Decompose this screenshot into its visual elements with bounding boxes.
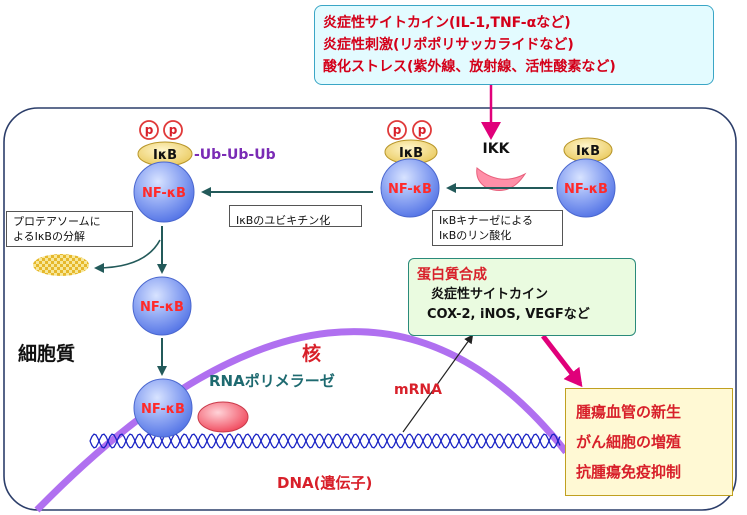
ikk-label: IKK: [483, 141, 511, 157]
nfkb-middle: [380, 158, 440, 218]
p-label-l1: p: [145, 123, 154, 137]
phosphate-middle-2: [412, 120, 432, 140]
stimuli-line-3: 酸化ストレス(紫外線、放射線、活性酸素など): [323, 59, 616, 75]
protein-synthesis-line-1: 炎症性サイトカイン: [431, 287, 549, 302]
nucleus-label: 核: [302, 343, 322, 365]
outcome-box: 腫瘍血管の新生 がん細胞の増殖 抗腫瘍免疫抑制: [565, 388, 733, 496]
protein-synthesis-line-2: COX-2, iNOS, VEGFなど: [427, 307, 590, 322]
nuclear-envelope: [34, 328, 569, 513]
p-label-m1: p: [393, 123, 402, 137]
stimuli-line-1: 炎症性サイトカイン(IL-1,TNF-αなど): [323, 15, 571, 31]
proteasome-note-line-2: よるIκBの分解: [13, 230, 85, 243]
p-label-m2: p: [418, 123, 427, 137]
rna-polymerase: [197, 401, 249, 433]
nfkb-left: [133, 161, 195, 223]
mrna-label: mRNA: [394, 382, 442, 398]
nfkb-label-right: NF-κB: [564, 182, 608, 197]
protein-synthesis-title: 蛋白質合成: [417, 267, 487, 283]
nfkb-label-middle: NF-κB: [388, 182, 432, 197]
stimuli-line-2: 炎症性刺激(リポポリサッカライドなど): [323, 37, 574, 53]
degraded-ikb: [33, 254, 89, 276]
ubiquitination-note-box: IκBのユビキチン化: [229, 205, 362, 227]
ubiquitination-note: IκBのユビキチン化: [236, 214, 331, 227]
arrow-degradation: [94, 239, 161, 273]
cell-membrane: [3, 107, 737, 511]
p-label-l2: p: [169, 123, 178, 137]
nfkb-label-left: NF-κB: [142, 186, 186, 201]
nfkb-right: [556, 158, 616, 218]
phosphate-left-2: [163, 120, 183, 140]
arrow-protein-to-outcome: [541, 334, 583, 388]
nfkb-label-nuclear: NF-κB: [141, 402, 185, 417]
outcome-line-1: 腫瘍血管の新生: [576, 403, 682, 421]
proteasome-note-box: プロテアソームに よるIκBの分解: [6, 211, 133, 247]
stimuli-box: 炎症性サイトカイン(IL-1,TNF-αなど) 炎症性刺激(リポポリサッカライド…: [314, 5, 714, 85]
dna-strand-a: [89, 433, 561, 449]
protein-synthesis-box: 蛋白質合成 炎症性サイトカイン COX-2, iNOS, VEGFなど: [408, 258, 636, 336]
ubiquitin-chain: -Ub-Ub-Ub: [194, 147, 276, 163]
cytoplasm-label: 細胞質: [18, 343, 76, 365]
dna-label: DNA(遺伝子): [277, 474, 373, 492]
phosphate-middle-1: [387, 120, 407, 140]
outcome-line-3: 抗腫瘍免疫抑制: [576, 463, 682, 481]
proteasome-note-line-1: プロテアソームに: [13, 215, 101, 228]
phosphorylation-note-line-1: IκBキナーゼによる: [439, 214, 533, 227]
nfkb-translocating: [132, 276, 192, 336]
rna-polymerase-label: RNAポリメラーゼ: [209, 372, 335, 390]
phosphorylation-note-line-2: IκBのリン酸化: [439, 229, 512, 242]
nfkb-label-translocating: NF-κB: [140, 300, 184, 315]
phosphorylation-note-box: IκBキナーゼによる IκBのリン酸化: [432, 210, 563, 246]
ikb-label-right: IκB: [576, 144, 600, 159]
ikb-label-left: IκB: [153, 148, 177, 163]
arrow-mrna-to-protein: [402, 334, 474, 433]
nfkb-nuclear: [133, 378, 193, 438]
outcome-line-2: がん細胞の増殖: [576, 433, 682, 451]
phosphate-left-1: [139, 120, 159, 140]
ikb-label-middle: IκB: [399, 146, 423, 161]
